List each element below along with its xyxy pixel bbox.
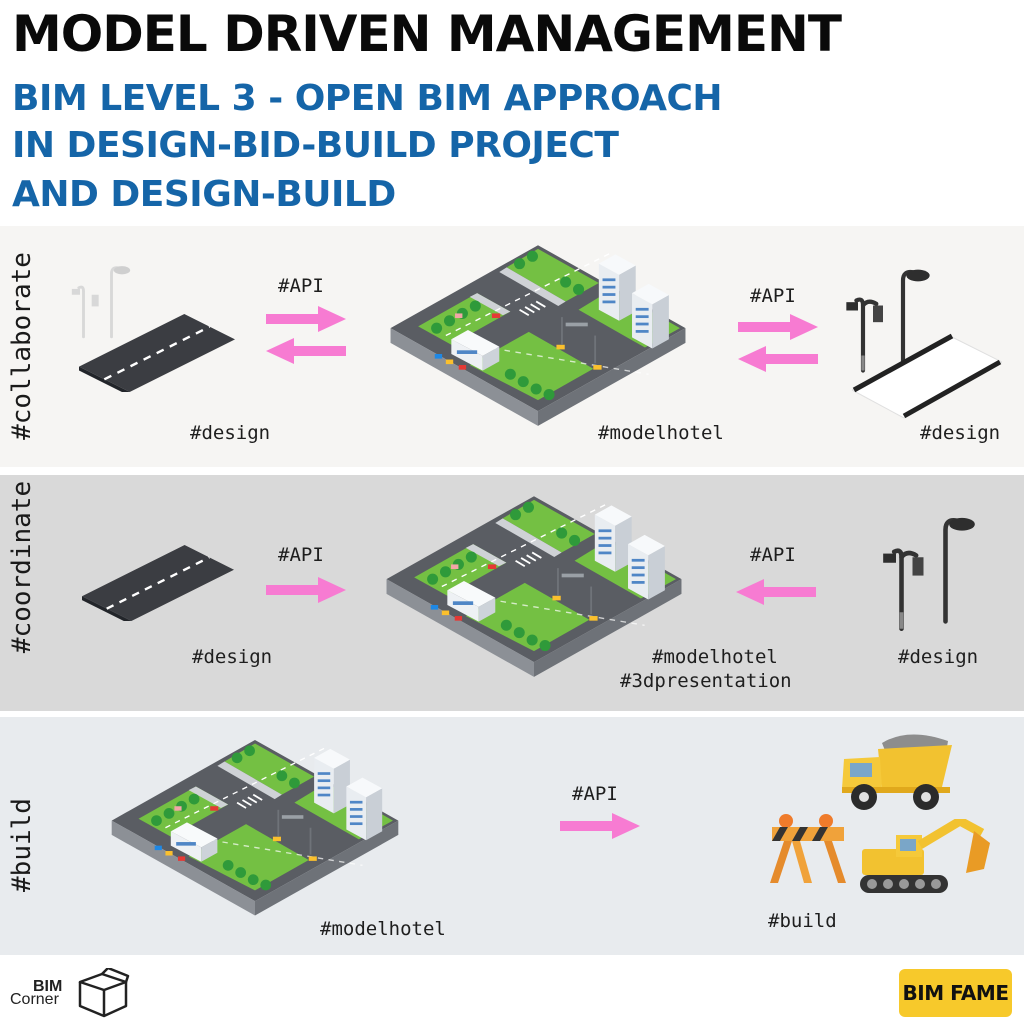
api-label-right: #API [750, 285, 796, 307]
city-model-icon [368, 236, 708, 448]
api-label-left: #API [278, 544, 324, 566]
street-lamps-dark-icon [874, 511, 984, 631]
api-label: #API [572, 783, 618, 805]
section-label-build: #build [7, 798, 37, 892]
barricade-icon [770, 814, 846, 883]
excavator-icon [860, 819, 990, 893]
arrow-right-icon [738, 314, 818, 340]
tag-modelhotel: #modelhotel [598, 422, 724, 444]
tag-build: #build [768, 910, 837, 932]
tag-design-left: #design [192, 646, 273, 668]
dump-truck-icon [842, 734, 952, 810]
page-title: MODEL DRIVEN MANAGEMENT [12, 5, 842, 63]
arrow-right-icon [560, 813, 640, 839]
road-outline-icon [852, 333, 1002, 419]
section-build: #build #modelhotel #API #build [0, 717, 1024, 955]
arrow-right-icon [266, 306, 346, 332]
tag-design-left: #design [190, 422, 271, 444]
section-label-coordinate: #coordinate [7, 480, 37, 654]
road-segment-icon [82, 545, 234, 621]
road-segment-icon [78, 314, 236, 392]
subtitle-line-3: AND DESIGN-BUILD [12, 174, 396, 215]
city-model-icon [90, 731, 420, 937]
api-label-left: #API [278, 275, 324, 297]
tag-3dpresentation: #3dpresentation [620, 670, 792, 692]
api-label-right: #API [750, 544, 796, 566]
cube-logo-icon [78, 968, 130, 1018]
arrow-left-icon [736, 579, 816, 605]
subtitle-line-2: IN DESIGN-BID-BUILD PROJECT [12, 125, 619, 166]
subtitle-line-1: BIM LEVEL 3 - OPEN BIM APPROACH [12, 78, 723, 119]
tag-design-right: #design [920, 422, 1001, 444]
tag-design-right: #design [898, 646, 979, 668]
arrow-right-icon [266, 577, 346, 603]
tag-modelhotel: #modelhotel [320, 918, 446, 940]
tag-modelhotel: #modelhotel [652, 646, 778, 668]
section-collaborate: #collaborate #design #API #modelhotel #A… [0, 226, 1024, 467]
section-coordinate: #coordinate #design #API #modelhotel #3d… [0, 475, 1024, 711]
arrow-left-icon [738, 346, 818, 372]
bimcorner-logo-bottom: Corner [10, 991, 59, 1008]
section-label-collaborate: #collaborate [7, 252, 37, 440]
bimcorner-logo-top: BIM [33, 978, 63, 995]
arrow-left-icon [266, 338, 346, 364]
bimfame-logo: BIM FAME [899, 969, 1012, 1017]
